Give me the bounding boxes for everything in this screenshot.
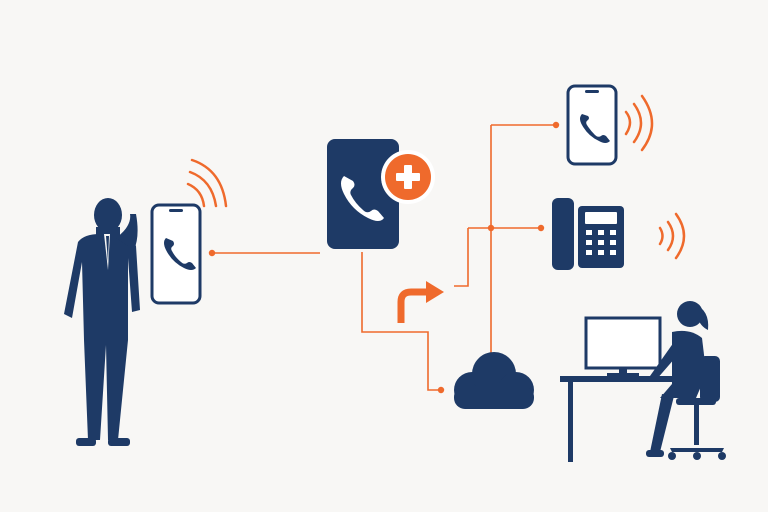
keypad-icon xyxy=(586,230,616,255)
desk-phone-icon xyxy=(552,198,624,270)
handset-icon xyxy=(341,176,384,221)
node-junction xyxy=(487,224,495,232)
receiver-sound-waves-icon xyxy=(624,94,654,152)
connector-nodes xyxy=(208,121,560,394)
handset-icon xyxy=(580,114,610,143)
handset-icon xyxy=(164,238,196,270)
monitor-icon xyxy=(584,316,662,377)
deskphone-sound-waves-icon xyxy=(658,212,686,260)
woman-at-computer-silhouette xyxy=(560,301,726,462)
caller-smartphone-icon xyxy=(150,203,202,305)
woman-figure xyxy=(646,301,709,457)
add-call-phone-icon xyxy=(327,139,399,249)
node-deskphone xyxy=(537,224,545,232)
plus-badge-icon xyxy=(381,150,435,204)
line-arrow-to-trunk xyxy=(454,228,469,287)
businessman-silhouette xyxy=(64,198,140,446)
desk xyxy=(560,376,680,462)
node-caller xyxy=(208,249,216,257)
node-cloud xyxy=(437,386,445,394)
line-hub-to-cloud xyxy=(361,252,440,391)
caller-sound-waves-icon xyxy=(186,158,228,208)
office-chair xyxy=(668,356,726,460)
connector-lines xyxy=(212,124,556,391)
receiver-smartphone-icon xyxy=(566,84,618,166)
cloud-icon xyxy=(454,352,534,409)
node-mobile xyxy=(552,121,560,129)
forward-arrow-icon xyxy=(397,281,444,323)
